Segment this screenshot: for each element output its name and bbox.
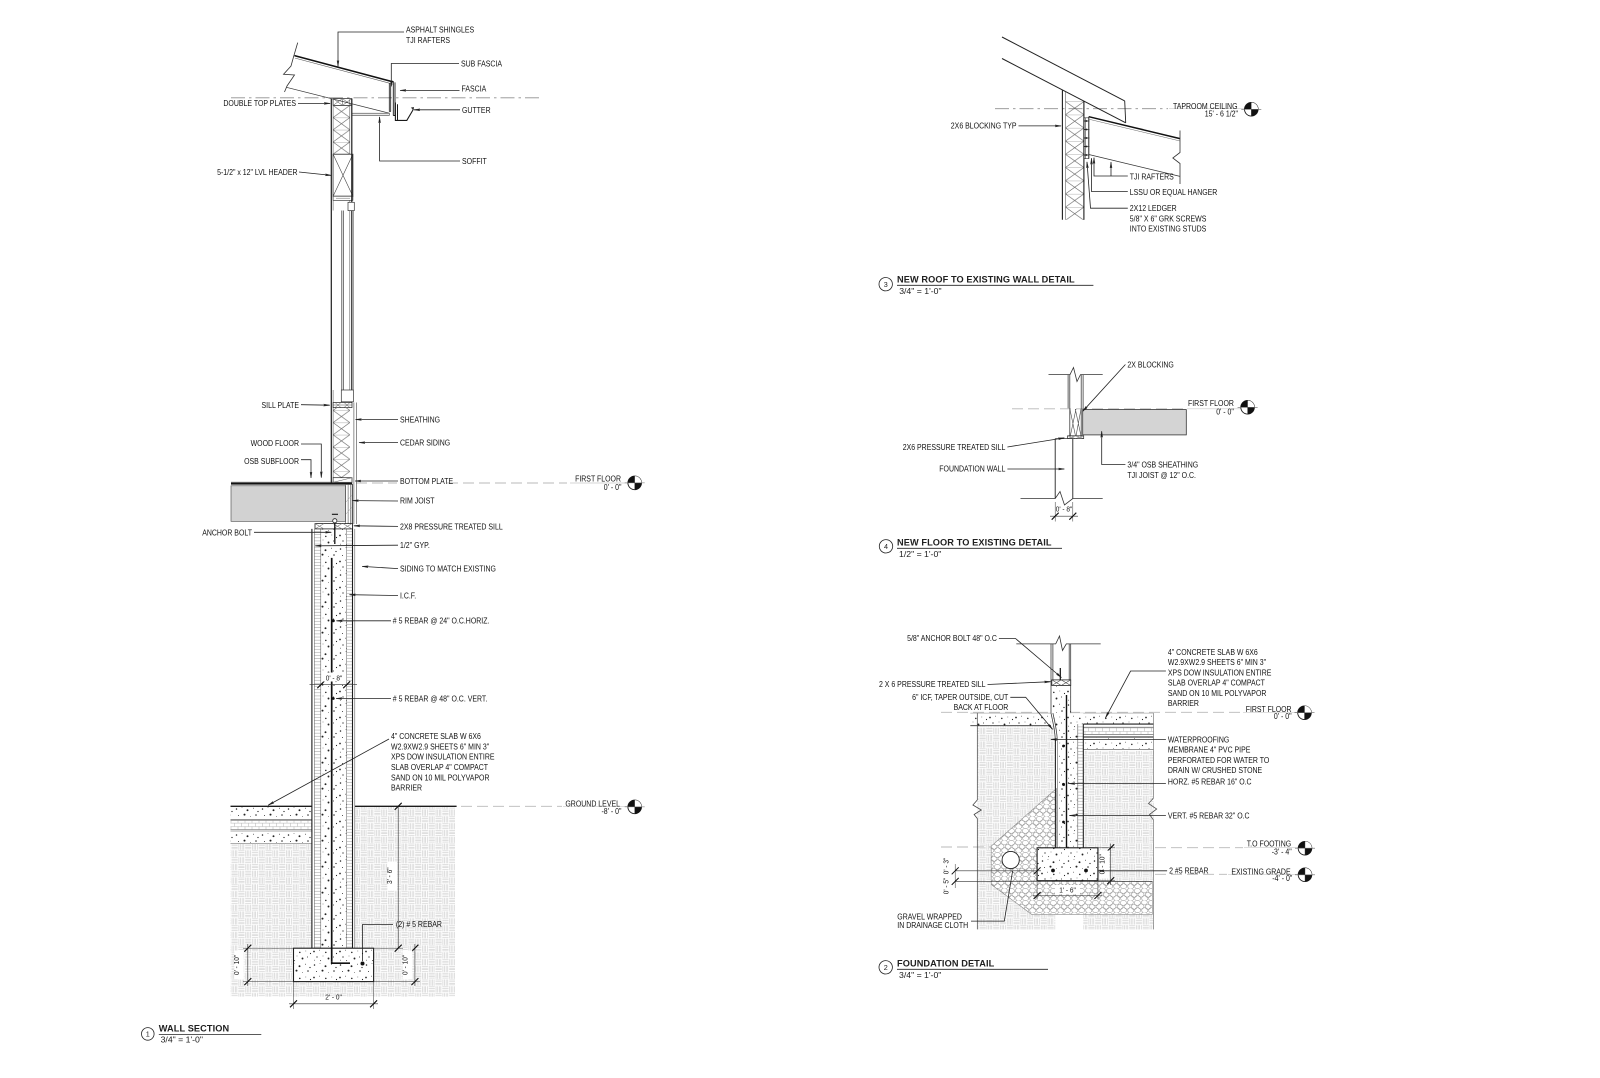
svg-text:-4' - 0": -4' - 0" (1272, 874, 1292, 883)
svg-text:HORZ. #5 REBAR 16" O.C: HORZ. #5 REBAR 16" O.C (1168, 778, 1252, 787)
svg-text:1' - 6": 1' - 6" (1059, 888, 1076, 895)
svg-text:W2.9XW2.9 SHEETS 6" MIN 3": W2.9XW2.9 SHEETS 6" MIN 3" (391, 742, 489, 751)
svg-text:MEMBRANE 4" PVC PIPE: MEMBRANE 4" PVC PIPE (1168, 746, 1251, 755)
svg-text:3/4" = 1'-0": 3/4" = 1'-0" (161, 1034, 203, 1044)
svg-text:5-1/2" x 12" LVL HEADER: 5-1/2" x 12" LVL HEADER (217, 168, 298, 177)
svg-text:W2.9XW2.9 SHEETS 6" MIN 3": W2.9XW2.9 SHEETS 6" MIN 3" (1168, 658, 1266, 667)
svg-text:WATERPROOFING: WATERPROOFING (1168, 736, 1229, 745)
svg-text:0' - 0": 0' - 0" (1216, 407, 1234, 416)
svg-text:FOUNDATION WALL: FOUNDATION WALL (939, 465, 1006, 474)
svg-text:# 5 REBAR @ 48" O.C. VERT.: # 5 REBAR @ 48" O.C. VERT. (393, 695, 488, 704)
svg-text:1: 1 (146, 1029, 150, 1038)
svg-text:1/2" GYP.: 1/2" GYP. (400, 541, 430, 550)
svg-text:CEDAR SIDING: CEDAR SIDING (400, 438, 450, 447)
svg-text:0' - 10": 0' - 10" (234, 954, 241, 975)
svg-text:3' - 6": 3' - 6" (387, 867, 394, 884)
svg-text:XPS DOW INSULATION ENTIRE: XPS DOW INSULATION ENTIRE (1168, 668, 1272, 677)
svg-text:FIRST FLOOR: FIRST FLOOR (575, 474, 621, 483)
svg-text:2' - 0": 2' - 0" (325, 994, 342, 1001)
svg-text:0' - 0": 0' - 0" (1274, 712, 1292, 721)
svg-text:DOUBLE TOP PLATES: DOUBLE TOP PLATES (223, 99, 296, 108)
svg-text:WALL SECTION: WALL SECTION (159, 1024, 230, 1034)
svg-text:SLAB OVERLAP 4" COMPACT: SLAB OVERLAP 4" COMPACT (391, 763, 488, 772)
svg-text:T.O FOOTING: T.O FOOTING (1247, 840, 1292, 849)
svg-text:ANCHOR BOLT: ANCHOR BOLT (202, 528, 252, 537)
svg-text:FOUNDATION DETAIL: FOUNDATION DETAIL (897, 959, 995, 969)
svg-text:1/2" = 1'-0": 1/2" = 1'-0" (899, 549, 941, 559)
svg-text:FIRST FLOOR: FIRST FLOOR (1246, 705, 1292, 714)
svg-text:0' - 3": 0' - 3" (944, 857, 951, 874)
svg-text:0' - 10": 0' - 10" (403, 954, 410, 975)
svg-text:ASPHALT SHINGLES: ASPHALT SHINGLES (406, 26, 474, 35)
svg-text:PERFORATED FOR WATER TO: PERFORATED FOR WATER TO (1168, 756, 1269, 765)
svg-text:NEW ROOF TO EXISTING WALL DETA: NEW ROOF TO EXISTING WALL DETAIL (897, 275, 1075, 285)
svg-text:2X6 BLOCKING TYP: 2X6 BLOCKING TYP (951, 122, 1017, 131)
svg-text:SAND ON 10 MIL POLYVAPOR: SAND ON 10 MIL POLYVAPOR (1168, 689, 1267, 698)
svg-text:EXISTING GRADE: EXISTING GRADE (1231, 868, 1290, 877)
svg-text:3: 3 (884, 280, 888, 289)
svg-text:TJI RAFTERS: TJI RAFTERS (406, 36, 450, 45)
svg-text:DRAIN W/ CRUSHED STONE: DRAIN W/ CRUSHED STONE (1168, 766, 1262, 775)
svg-text:SLAB OVERLAP 4" COMPACT: SLAB OVERLAP 4" COMPACT (1168, 679, 1265, 688)
svg-text:2X8 PRESSURE TREATED SILL: 2X8 PRESSURE TREATED SILL (400, 522, 503, 531)
svg-text:4: 4 (884, 542, 888, 551)
svg-text:XPS DOW INSULATION ENTIRE: XPS DOW INSULATION ENTIRE (391, 753, 495, 762)
svg-text:0' - 5": 0' - 5" (944, 877, 951, 894)
svg-text:5/8" X 6" GRK SCREWS: 5/8" X 6" GRK SCREWS (1130, 214, 1207, 223)
svg-text:15' - 6 1/2": 15' - 6 1/2" (1205, 109, 1238, 118)
svg-text:0' - 8": 0' - 8" (326, 676, 343, 683)
svg-text:NEW FLOOR TO EXISTING DETAIL: NEW FLOOR TO EXISTING DETAIL (897, 538, 1052, 548)
svg-text:2 X 6 PRESSURE TREATED SILL: 2 X 6 PRESSURE TREATED SILL (879, 680, 986, 689)
svg-text:3/4" OSB SHEATHING: 3/4" OSB SHEATHING (1127, 461, 1198, 470)
svg-text:-3' - 4": -3' - 4" (1272, 848, 1292, 857)
svg-text:OSB SUBFLOOR: OSB SUBFLOOR (244, 457, 299, 466)
svg-text:2X6 PRESSURE TREATED SILL: 2X6 PRESSURE TREATED SILL (903, 443, 1006, 452)
svg-text:GROUND LEVEL: GROUND LEVEL (565, 800, 620, 809)
svg-text:2X12 LEDGER: 2X12 LEDGER (1130, 204, 1177, 213)
svg-text:(2) # 5 REBAR: (2) # 5 REBAR (396, 920, 442, 929)
svg-text:3/4" = 1'-0": 3/4" = 1'-0" (899, 286, 941, 296)
svg-text:VERT. #5 REBAR 32" O.C: VERT. #5 REBAR 32" O.C (1168, 811, 1250, 820)
svg-text:-8' - 0": -8' - 0" (602, 807, 622, 816)
svg-text:4" CONCRETE SLAB W 6X6: 4" CONCRETE SLAB W 6X6 (391, 732, 481, 741)
svg-text:6" ICF, TAPER OUTSIDE, CUT: 6" ICF, TAPER OUTSIDE, CUT (912, 693, 1008, 702)
svg-text:TJI JOIST @ 12" O.C.: TJI JOIST @ 12" O.C. (1127, 471, 1196, 480)
svg-text:SOFFIT: SOFFIT (462, 157, 487, 166)
svg-text:5/8" ANCHOR BOLT 48" O.C: 5/8" ANCHOR BOLT 48" O.C (907, 634, 997, 643)
svg-text:0' - 8": 0' - 8" (1056, 507, 1073, 514)
svg-text:GUTTER: GUTTER (462, 106, 491, 115)
svg-text:# 5 REBAR @ 24" O.C.HORIZ.: # 5 REBAR @ 24" O.C.HORIZ. (393, 617, 490, 626)
svg-text:FIRST FLOOR: FIRST FLOOR (1188, 399, 1234, 408)
svg-text:BACK AT FLOOR: BACK AT FLOOR (954, 703, 1009, 712)
svg-text:0' - 10": 0' - 10" (1099, 854, 1106, 875)
svg-text:WOOD FLOOR: WOOD FLOOR (251, 439, 300, 448)
svg-text:SUB FASCIA: SUB FASCIA (461, 60, 503, 69)
svg-text:2X BLOCKING: 2X BLOCKING (1127, 360, 1173, 369)
svg-text:TJI RAFTERS: TJI RAFTERS (1130, 173, 1174, 182)
svg-text:SHEATHING: SHEATHING (400, 415, 440, 424)
svg-text:BARRIER: BARRIER (391, 784, 422, 793)
svg-text:LSSU OR EQUAL HANGER: LSSU OR EQUAL HANGER (1130, 188, 1218, 197)
svg-text:RIM JOIST: RIM JOIST (400, 497, 435, 506)
svg-text:FASCIA: FASCIA (462, 84, 487, 93)
svg-text:IN DRAINAGE CLOTH: IN DRAINAGE CLOTH (897, 921, 968, 930)
svg-text:BOTTOM PLATE: BOTTOM PLATE (400, 477, 453, 486)
svg-text:2: 2 (884, 963, 888, 972)
svg-text:2 #5 REBAR: 2 #5 REBAR (1169, 866, 1209, 875)
svg-text:I.C.F.: I.C.F. (400, 591, 416, 600)
svg-text:TAPROOM CEILING: TAPROOM CEILING (1173, 102, 1238, 111)
svg-text:SAND ON 10 MIL POLYVAPOR: SAND ON 10 MIL POLYVAPOR (391, 773, 490, 782)
svg-text:SILL PLATE: SILL PLATE (262, 401, 300, 410)
svg-text:INTO EXISTING STUDS: INTO EXISTING STUDS (1130, 225, 1207, 234)
svg-text:3/4" = 1'-0": 3/4" = 1'-0" (899, 970, 941, 980)
svg-text:BARRIER: BARRIER (1168, 699, 1199, 708)
svg-text:SIDING TO MATCH EXISTING: SIDING TO MATCH EXISTING (400, 565, 496, 574)
svg-text:GRAVEL WRAPPED: GRAVEL WRAPPED (897, 912, 962, 921)
svg-text:4" CONCRETE SLAB W 6X6: 4" CONCRETE SLAB W 6X6 (1168, 648, 1258, 657)
svg-text:0' - 0": 0' - 0" (604, 483, 622, 492)
